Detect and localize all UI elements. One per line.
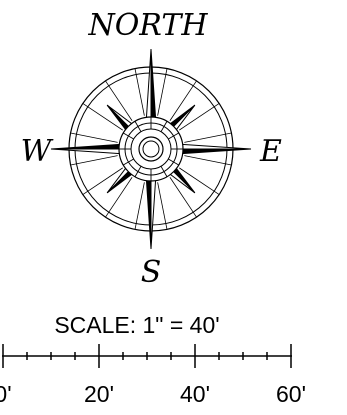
north-label: NORTH [87,8,208,43]
hub-spoke [160,121,168,132]
hub-spoke [134,121,142,132]
west-label: W [21,134,54,169]
rose-radial-line [82,167,123,195]
rose-radial-line [105,177,133,218]
scale-tick-label-0: 0' [0,381,12,407]
rose-radial-line [134,182,145,230]
scale-tick-label-40: 40' [180,381,210,407]
rose-radial-line [70,132,118,143]
scale-label: SCALE: 1" = 40' [54,312,219,338]
rose-radial-line [179,167,220,195]
south-label: S [141,255,162,290]
rose-radial-line [169,80,197,121]
scale-bar [2,344,292,368]
hub-spoke [160,166,168,177]
hub-spoke [123,132,134,140]
hub-spoke [123,158,134,166]
hub-spoke [168,158,179,166]
east-label: E [259,134,282,169]
hub-spoke [134,166,142,177]
scale-tick-label-20: 20' [84,381,114,407]
rose-radial-line [157,68,168,116]
rose-radial-line [184,132,232,143]
rose-radial-line [179,103,220,131]
hub-center-dot [142,140,160,158]
rose-radial-line [82,103,123,131]
rose-radial-line [70,155,118,166]
rose-radial-line [184,155,232,166]
rose-radial-line [169,177,197,218]
rose-radial-line [134,68,145,116]
hub-spoke [168,132,179,140]
rose-radial-line [105,80,133,121]
rose-radial-line [157,182,168,230]
scale-tick-label-60: 60' [276,381,306,407]
compass-rose [50,48,252,250]
